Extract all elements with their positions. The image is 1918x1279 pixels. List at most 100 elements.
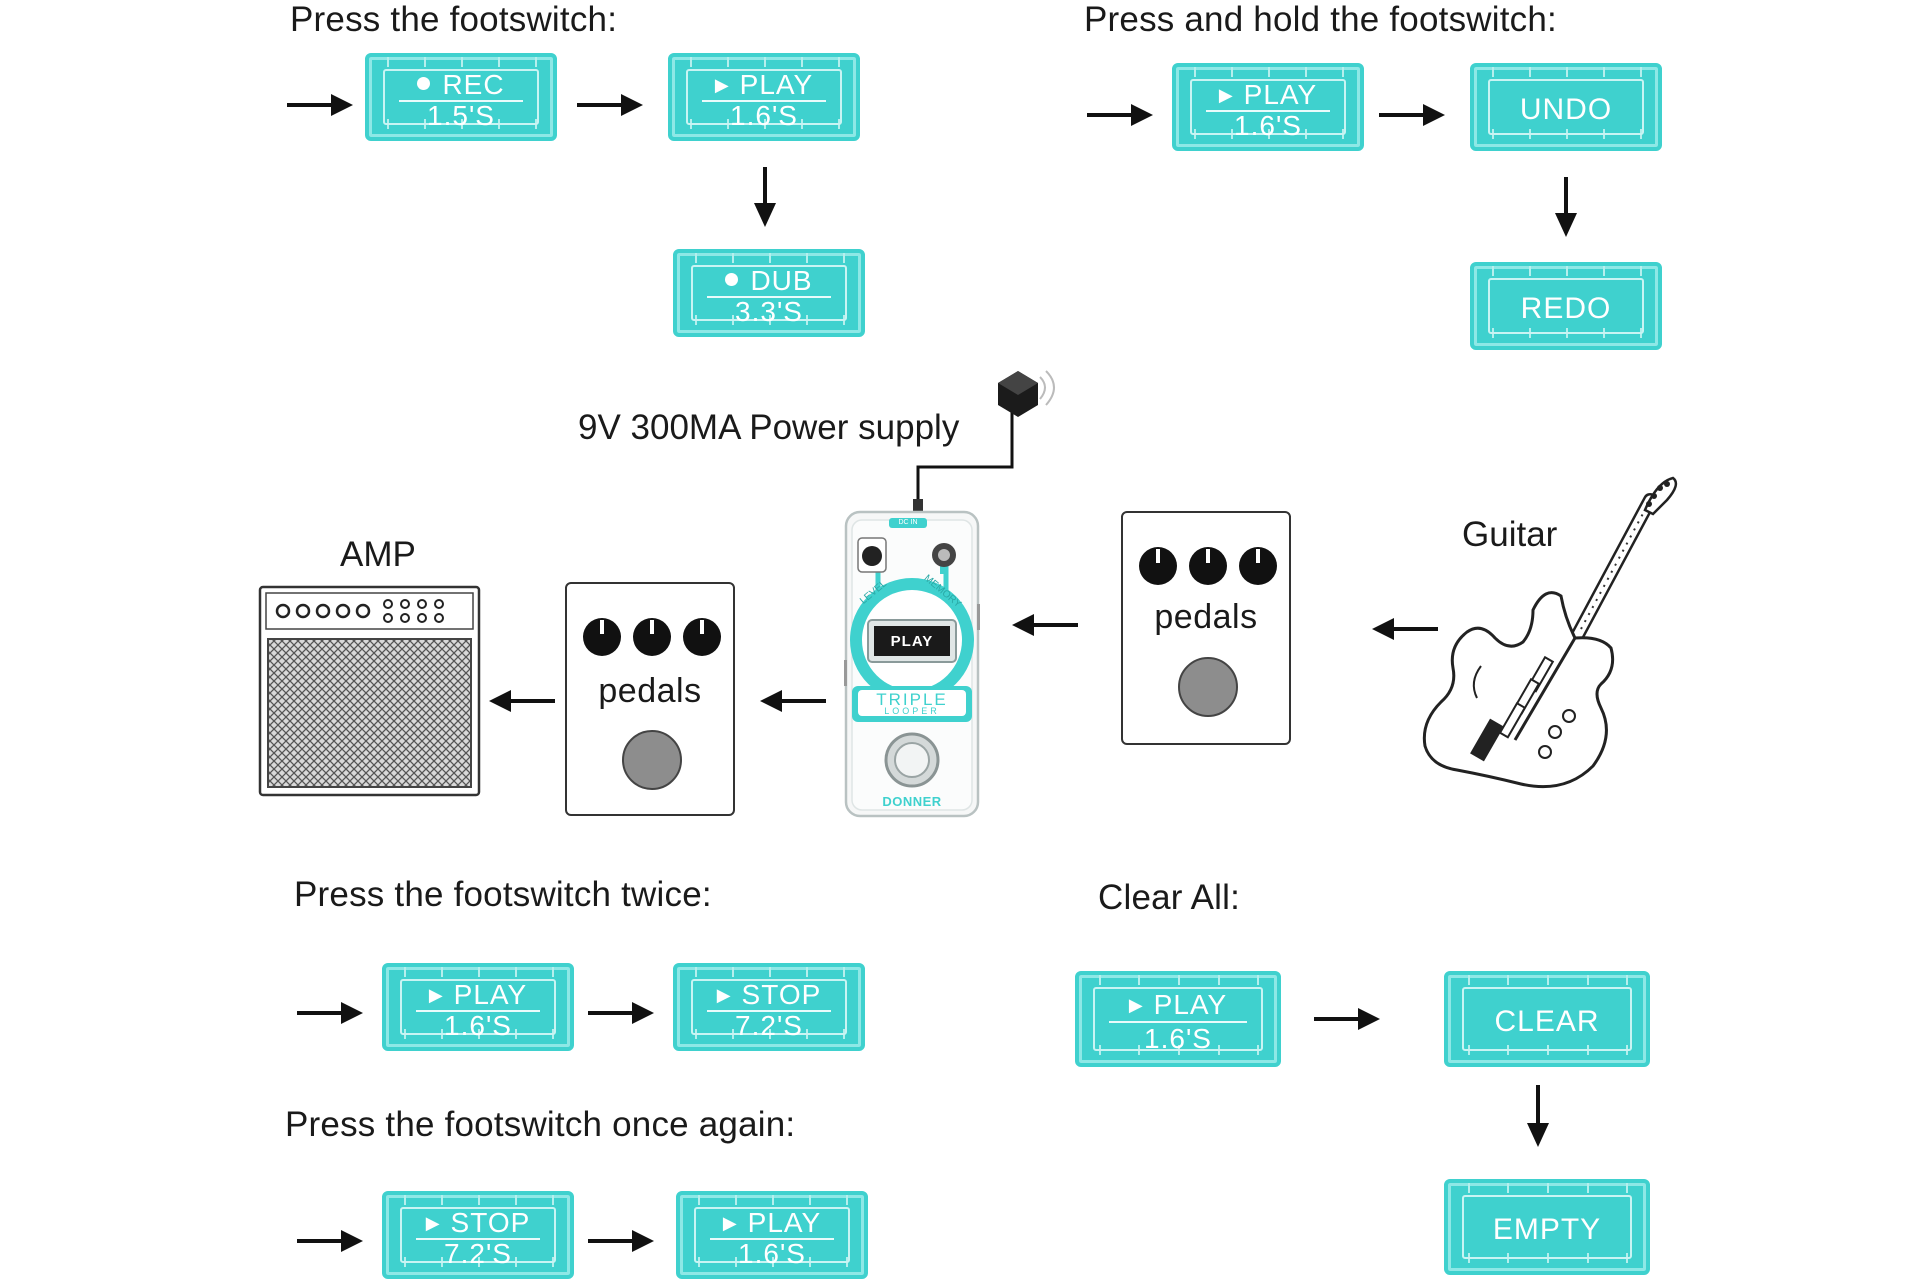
- lcd-ray: [772, 1195, 774, 1205]
- lcd-ray: [1547, 1183, 1549, 1193]
- lcd-ray: [1566, 266, 1568, 276]
- lcd-ray: [1507, 1183, 1509, 1193]
- lcd-ray: [1099, 975, 1101, 985]
- display-stop-twice: ▶STOP 7.2'S: [673, 963, 865, 1051]
- display-empty: EMPTY: [1444, 1179, 1650, 1275]
- record-dot-icon: [417, 77, 431, 90]
- lcd-ray: [535, 57, 537, 67]
- lcd-ray: [1231, 67, 1233, 77]
- lcd-ray: [1492, 266, 1494, 276]
- lcd-ray: [404, 967, 406, 977]
- looper-name: TRIPLE: [876, 690, 948, 709]
- lcd-ray: [1507, 975, 1509, 985]
- record-dot-icon: [725, 273, 739, 286]
- lcd-ray: [769, 253, 771, 263]
- display-mode: PLAY: [739, 69, 814, 100]
- amplifier-icon: [258, 585, 481, 797]
- lcd-ray: [1342, 67, 1344, 77]
- display-play-twice: ▶PLAY 1.6'S: [382, 963, 574, 1051]
- display-mode: PLAY: [453, 979, 528, 1010]
- lcd-ray: [1529, 67, 1531, 77]
- lcd-ray: [1468, 975, 1470, 985]
- lcd-ray: [809, 1195, 811, 1205]
- display-time: 1.6'S: [1144, 1023, 1212, 1054]
- lcd-ray: [806, 253, 808, 263]
- arrow-down-icon: [1527, 1085, 1549, 1147]
- pedals-label: pedals: [598, 672, 702, 710]
- pedals-label: pedals: [1154, 598, 1258, 636]
- brand-logo: DONNER: [882, 794, 942, 809]
- knob-icon: [633, 618, 671, 656]
- play-icon: ▶: [714, 75, 730, 95]
- heading-hold: Press and hold the footswitch:: [1084, 0, 1557, 39]
- footswitch-icon: [622, 730, 682, 790]
- arrow-right-icon: [287, 94, 353, 116]
- arrow-right-icon: [297, 1002, 363, 1024]
- lcd-ray: [1603, 266, 1605, 276]
- display-mode: STOP: [741, 979, 822, 1010]
- display-text: EMPTY: [1492, 1213, 1602, 1246]
- knob-icon: [1239, 547, 1277, 585]
- display-rec: REC 1.5'S: [365, 53, 557, 141]
- lcd-ray: [1138, 975, 1140, 985]
- knob-icon: [683, 618, 721, 656]
- display-time: 7.2'S: [444, 1238, 512, 1269]
- arrow-left-icon: [760, 690, 826, 712]
- lcd-ray: [441, 1195, 443, 1205]
- lcd-ray: [1468, 1183, 1470, 1193]
- knob-icon: [1189, 547, 1227, 585]
- display-text: REDO: [1520, 292, 1612, 325]
- display-time: 1.6'S: [1234, 110, 1302, 141]
- display-play: ▶PLAY 1.6'S: [668, 53, 860, 141]
- pedals-box-left: pedals: [565, 582, 735, 816]
- display-text: UNDO: [1519, 93, 1613, 126]
- lcd-ray: [461, 57, 463, 67]
- display-mode: DUB: [750, 265, 813, 296]
- play-icon: ▶: [722, 1213, 738, 1233]
- lcd-ray: [806, 967, 808, 977]
- heading-press: Press the footswitch:: [290, 0, 618, 39]
- lcd-ray: [1626, 1183, 1628, 1193]
- display-mode: REC: [442, 69, 505, 100]
- lcd-ray: [1587, 975, 1589, 985]
- display-time: 1.5'S: [427, 100, 495, 131]
- play-icon: ▶: [1218, 85, 1234, 105]
- display-stop-again: ▶STOP 7.2'S: [382, 1191, 574, 1279]
- lcd-ray: [727, 57, 729, 67]
- lcd-ray: [1566, 67, 1568, 77]
- play-icon: ▶: [1128, 995, 1144, 1015]
- arrow-right-icon: [297, 1230, 363, 1252]
- display-mode: PLAY: [1243, 79, 1318, 110]
- arrow-left-icon: [1012, 614, 1078, 636]
- lcd-ray: [498, 57, 500, 67]
- lcd-ray: [838, 57, 840, 67]
- lcd-ray: [478, 1195, 480, 1205]
- knob-icon: [1139, 547, 1177, 585]
- lcd-ray: [1268, 67, 1270, 77]
- arrow-right-icon: [1087, 104, 1153, 126]
- arrow-down-icon: [1555, 177, 1577, 237]
- arrow-left-icon: [1372, 618, 1438, 640]
- lcd-ray: [515, 967, 517, 977]
- lcd-ray: [478, 967, 480, 977]
- lcd-ray: [846, 1195, 848, 1205]
- lcd-ray: [698, 1195, 700, 1205]
- lcd-ray: [695, 253, 697, 263]
- arrow-down-icon: [754, 167, 776, 227]
- lcd-ray: [1547, 975, 1549, 985]
- looper-subname: LOOPER: [884, 706, 940, 716]
- looper-screen-text: PLAY: [890, 633, 934, 650]
- lcd-ray: [735, 1195, 737, 1205]
- pedals-box-right: pedals: [1121, 511, 1291, 745]
- arrow-right-icon: [577, 94, 643, 116]
- lcd-ray: [843, 253, 845, 263]
- lcd-ray: [801, 57, 803, 67]
- lcd-ray: [387, 57, 389, 67]
- lcd-ray: [441, 967, 443, 977]
- lcd-ray: [1305, 67, 1307, 77]
- display-undo: UNDO: [1470, 63, 1662, 151]
- heading-twice: Press the footswitch twice:: [294, 875, 712, 914]
- display-mode: STOP: [450, 1207, 531, 1238]
- display-dub: DUB 3.3'S: [673, 249, 865, 337]
- display-play-again: ▶PLAY 1.6'S: [676, 1191, 868, 1279]
